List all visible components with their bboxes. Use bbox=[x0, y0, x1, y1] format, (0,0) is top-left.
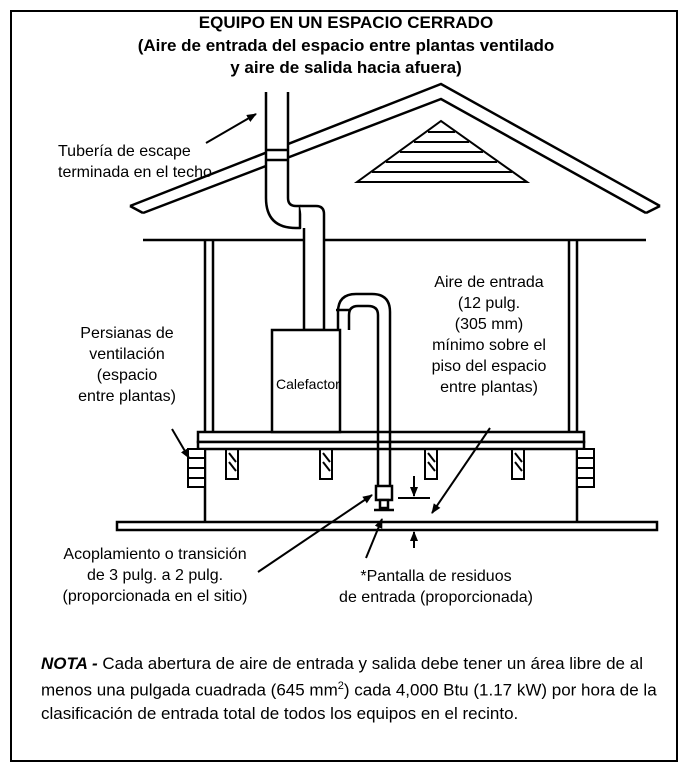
arrow-coupling bbox=[257, 494, 373, 573]
roof-eave-right bbox=[645, 204, 661, 215]
note-superscript: 2 bbox=[337, 680, 344, 692]
ground bbox=[115, 520, 659, 532]
label-intake: Aire de entrada (12 pulg. (305 mm) mínim… bbox=[431, 274, 547, 396]
title-line-3: y aire de salida hacia afuera) bbox=[230, 58, 462, 77]
note-text-end: ) cada 4,000 Btu (1.17 kW) por hora de l… bbox=[41, 680, 657, 723]
intake-pipe bbox=[336, 292, 392, 486]
note-paragraph: NOTA - Cada abertura de aire de entrada … bbox=[41, 652, 661, 725]
vent-louvers bbox=[187, 448, 595, 488]
exhaust-pipe bbox=[264, 92, 326, 332]
label-furnace: Calefactor bbox=[276, 376, 340, 392]
furnace-box bbox=[270, 328, 342, 434]
arrow-intake bbox=[431, 427, 491, 514]
roof-outer bbox=[129, 82, 661, 208]
roof-eave-left bbox=[129, 204, 144, 215]
floor-joists bbox=[225, 448, 525, 480]
label-exhaust: Tubería de escape terminada en el techo bbox=[58, 143, 212, 181]
arrow-screen bbox=[365, 518, 383, 559]
arrow-exhaust bbox=[205, 113, 257, 144]
title-line-1: EQUIPO EN UN ESPACIO CERRADO bbox=[198, 13, 494, 32]
label-screen: *Pantalla de residuos de entrada (propor… bbox=[339, 568, 533, 606]
arrow-louvers bbox=[171, 428, 190, 459]
clearance-dimension bbox=[398, 476, 430, 548]
roof-inner bbox=[142, 97, 647, 215]
diagram-frame bbox=[10, 10, 678, 762]
label-coupling: Acoplamiento o transición de 3 pulg. a 2… bbox=[62, 546, 248, 605]
coupling-screen bbox=[374, 484, 394, 512]
label-louvers: Persianas de ventilación (espacio entre … bbox=[78, 325, 176, 405]
gable-vent bbox=[353, 119, 531, 183]
note-label: NOTA - bbox=[41, 654, 98, 673]
title-line-2: (Aire de entrada del espacio entre plant… bbox=[137, 36, 555, 55]
note-text: Cada abertura de aire de entrada y salid… bbox=[41, 654, 643, 700]
